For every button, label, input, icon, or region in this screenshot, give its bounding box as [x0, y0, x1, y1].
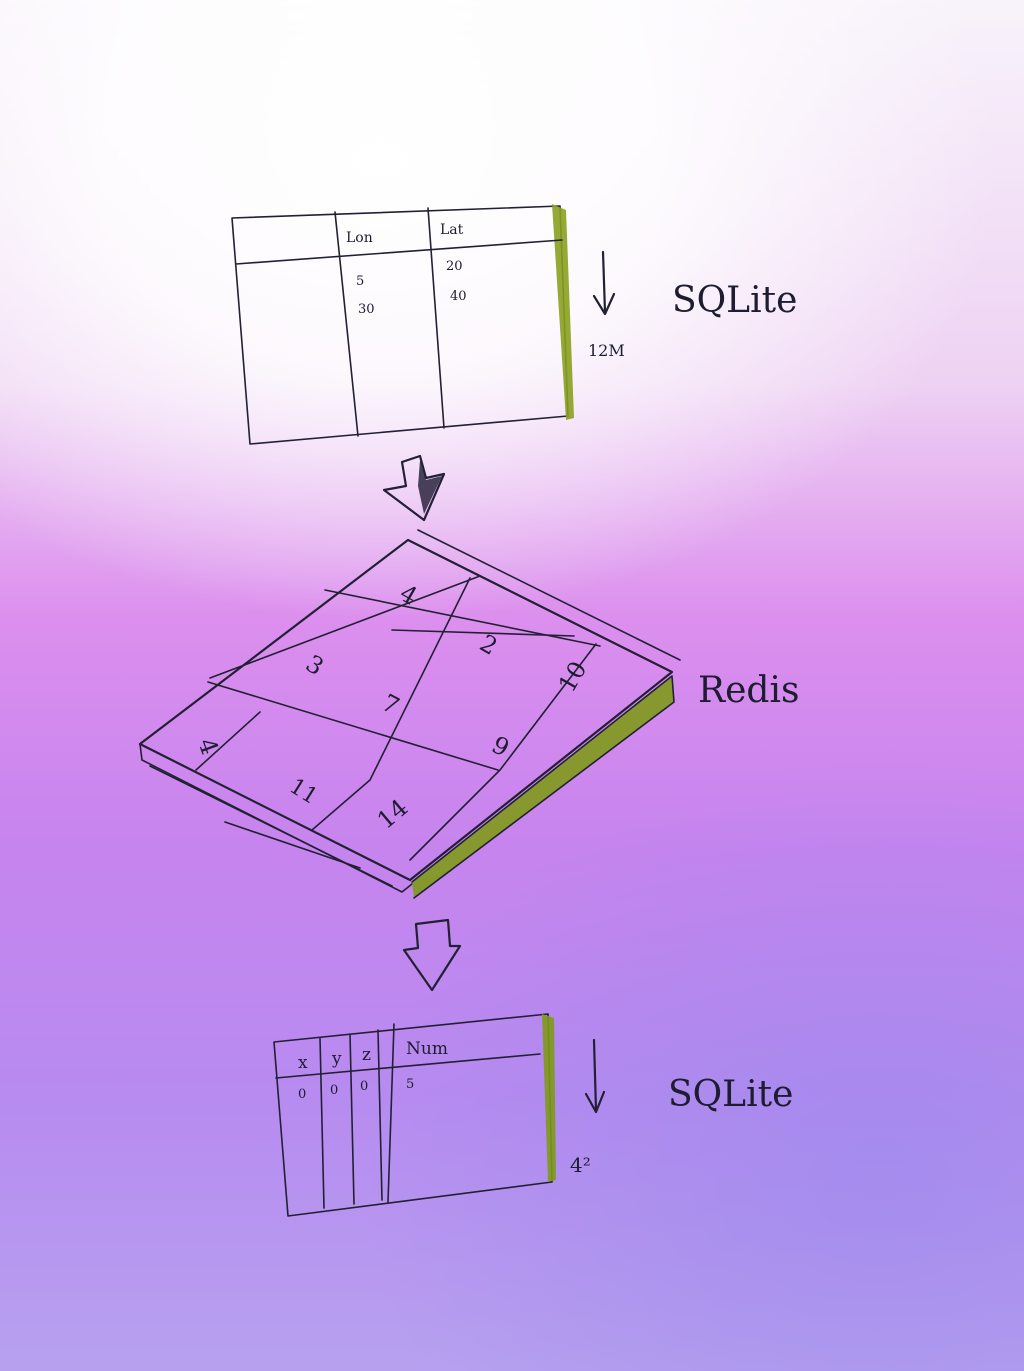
bottom-table-column-line-3 [378, 1030, 382, 1200]
bottom-table-header-z: z [362, 1045, 371, 1065]
bottom-table-header-y: y [331, 1049, 342, 1069]
bottom-table-cell: 5 [406, 1077, 414, 1092]
redis-grid-line-a1 [210, 576, 480, 678]
bottom-table-label: SQLite [668, 1074, 793, 1115]
grid-cell: 10 [553, 657, 593, 697]
bottom-table-header-num: Num [406, 1039, 448, 1059]
top-table-cell: 40 [450, 289, 467, 304]
redis-grid-thickness-front [140, 744, 412, 892]
down-arrow-icon [594, 252, 614, 314]
redis-grid-line-d [392, 630, 574, 636]
grid-cell: 14 [372, 794, 413, 835]
bottom-table-cell: 0 [360, 1079, 368, 1094]
redis-grid: 4 3 2 4 7 10 11 9 14 [140, 530, 680, 898]
bottom-table-column-line-4 [388, 1024, 394, 1202]
top-table-edge [552, 204, 574, 420]
top-table: Lon Lat 5 20 30 40 [232, 204, 574, 444]
bottom-table-cell: 0 [298, 1087, 306, 1102]
top-table-cell: 5 [356, 274, 364, 289]
grid-cell: 7 [377, 689, 404, 721]
down-arrow-icon [586, 1040, 604, 1112]
top-table-outline [232, 206, 568, 444]
grid-cell: 2 [475, 629, 502, 661]
bottom-table-cell: 0 [330, 1083, 338, 1098]
block-arrow-outline-icon [404, 920, 460, 990]
grid-cell: 11 [285, 774, 322, 810]
redis-grid-line-b1 [208, 682, 498, 770]
top-table-count: 12M [588, 341, 625, 360]
bottom-table: x y z Num 0 0 0 5 [274, 1014, 556, 1216]
redis-label: Redis [698, 670, 799, 711]
bottom-table-edge [542, 1014, 556, 1182]
redis-grid-thickness-line [150, 766, 392, 886]
grid-cell: 4 [192, 734, 224, 758]
top-table-header-lon: Lon [346, 230, 373, 246]
top-table-column-line-2 [428, 208, 444, 428]
top-table-cell: 30 [358, 302, 375, 317]
bottom-table-column-line-2 [350, 1034, 354, 1204]
redis-grid-thickness-side [412, 676, 674, 898]
top-table-label: SQLite [672, 280, 797, 321]
redis-grid-top-edge [418, 530, 680, 660]
top-table-cell: 20 [446, 259, 463, 274]
bottom-table-column-line-1 [320, 1038, 324, 1208]
top-table-header-lat: Lat [440, 222, 464, 238]
bottom-table-count: 4² [570, 1153, 591, 1177]
bottom-table-header-x: x [298, 1053, 308, 1073]
top-table-header-line [236, 240, 562, 264]
redis-grid-line-b0 [325, 590, 600, 646]
block-arrow-icon [384, 456, 444, 520]
grid-cell: 3 [301, 649, 329, 681]
